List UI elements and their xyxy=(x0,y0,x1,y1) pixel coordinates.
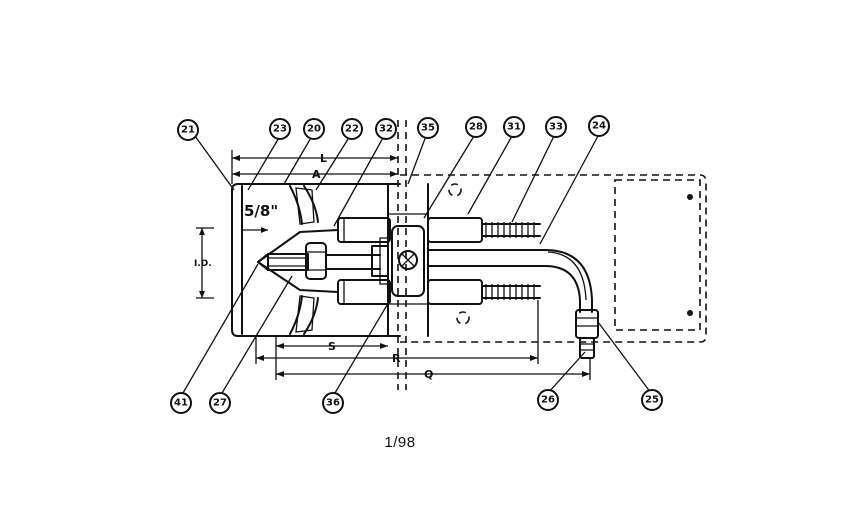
dim-R-label: R xyxy=(392,352,401,365)
turbulator-vanes xyxy=(289,185,319,335)
callout-41: 41 xyxy=(170,392,192,414)
svg-text:31: 31 xyxy=(507,122,521,133)
callout-20: 20 xyxy=(303,118,325,140)
leader-lines xyxy=(182,135,652,394)
callout-25: 25 xyxy=(641,389,663,411)
dim-ID-label: I.D. xyxy=(194,259,212,269)
callout-28: 28 xyxy=(465,116,487,138)
electrode-insulators xyxy=(337,217,541,305)
callout-24: 24 xyxy=(588,115,610,137)
mounting-plate xyxy=(400,174,707,343)
dim-Q-label: Q xyxy=(424,368,433,381)
svg-text:23: 23 xyxy=(273,124,287,135)
dim-five-eighths-label: 5/8" xyxy=(244,202,278,220)
callout-27: 27 xyxy=(209,392,231,414)
callout-31: 31 xyxy=(503,116,525,138)
electrode-clamp xyxy=(379,225,425,297)
svg-text:36: 36 xyxy=(326,398,340,409)
svg-text:35: 35 xyxy=(421,123,435,134)
callout-26: 26 xyxy=(537,389,559,411)
nozzle-assembly xyxy=(257,229,389,293)
svg-text:27: 27 xyxy=(213,398,227,409)
callout-23: 23 xyxy=(269,118,291,140)
svg-text:26: 26 xyxy=(541,395,555,406)
callout-36: 36 xyxy=(322,392,344,414)
svg-text:24: 24 xyxy=(592,121,606,132)
callout-32: 32 xyxy=(375,118,397,140)
dim-L-label: L xyxy=(320,152,327,165)
gas-supply-tube xyxy=(427,249,599,359)
svg-text:21: 21 xyxy=(181,125,195,136)
page-number: 1/98 xyxy=(384,434,416,451)
svg-text:20: 20 xyxy=(307,124,321,135)
callout-21: 21 xyxy=(177,119,199,141)
dim-A-label: A xyxy=(312,168,321,181)
svg-text:28: 28 xyxy=(469,122,483,133)
callout-22: 22 xyxy=(341,118,363,140)
svg-text:25: 25 xyxy=(645,395,659,406)
dimension-lines: L A 5/8" I.D. S R Q xyxy=(194,150,591,381)
dim-S-label: S xyxy=(328,340,336,353)
callout-35: 35 xyxy=(417,117,439,139)
callout-33: 33 xyxy=(545,116,567,138)
svg-text:33: 33 xyxy=(549,122,563,133)
svg-text:32: 32 xyxy=(379,124,393,135)
svg-text:22: 22 xyxy=(345,124,359,135)
svg-text:41: 41 xyxy=(174,398,188,409)
